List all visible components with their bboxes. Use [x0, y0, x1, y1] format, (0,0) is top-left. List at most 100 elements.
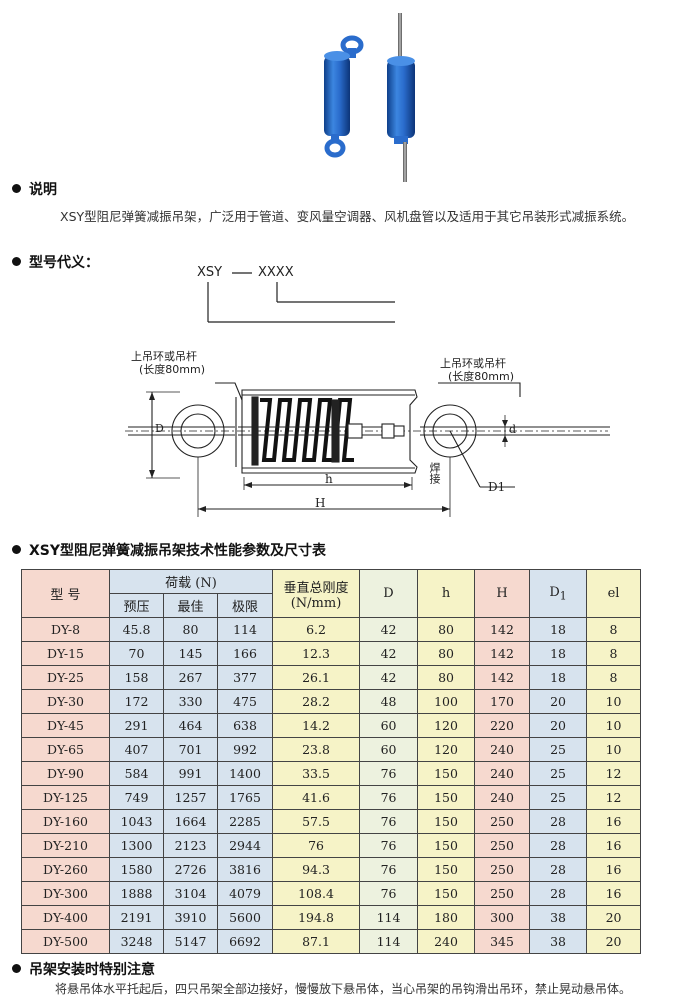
cell-optimal: 3910	[163, 905, 218, 930]
cell-optimal: 3104	[163, 881, 218, 906]
cell-preload: 172	[109, 689, 164, 714]
cell-D1: 28	[529, 809, 588, 834]
cell-optimal: 1664	[163, 809, 218, 834]
cell-limit: 2285	[216, 809, 274, 834]
cell-el: 8	[586, 617, 642, 642]
cell-preload: 749	[109, 785, 164, 810]
cell-D1: 25	[529, 785, 588, 810]
cell-model: DY-25	[21, 665, 110, 690]
header-model: 型 号	[21, 569, 110, 618]
cell-model: DY-260	[21, 857, 110, 882]
cell-H: 250	[474, 809, 531, 834]
cell-H: 142	[474, 641, 531, 666]
cell-h: 150	[417, 881, 476, 906]
cell-stiffness: 57.5	[272, 809, 361, 834]
cell-D: 42	[359, 665, 419, 690]
cell-h: 150	[417, 833, 476, 858]
cell-model: DY-125	[21, 785, 110, 810]
cell-preload: 2191	[109, 905, 164, 930]
cell-D1: 18	[529, 641, 588, 666]
cell-H: 345	[474, 929, 531, 954]
cell-D1: 38	[529, 929, 588, 954]
label-left-hanger: 上吊环或吊杆 (长度80mm)	[131, 350, 206, 376]
cell-el: 12	[586, 761, 642, 786]
bullet-icon	[12, 257, 21, 266]
section-heading-install: 吊架安装时特别注意	[12, 959, 155, 979]
cell-limit: 1400	[216, 761, 274, 786]
header-optimal: 最佳	[163, 593, 218, 618]
cell-optimal: 464	[163, 713, 218, 738]
cell-optimal: 267	[163, 665, 218, 690]
cell-limit: 1765	[216, 785, 274, 810]
cell-D: 48	[359, 689, 419, 714]
bullet-icon	[12, 964, 21, 973]
cell-D: 76	[359, 881, 419, 906]
header-el: el	[586, 569, 642, 618]
cell-h: 120	[417, 713, 476, 738]
cell-limit: 4079	[216, 881, 274, 906]
cell-h: 120	[417, 737, 476, 762]
cell-D: 60	[359, 713, 419, 738]
cell-preload: 1580	[109, 857, 164, 882]
cell-el: 10	[586, 689, 642, 714]
bullet-icon	[12, 545, 21, 554]
cell-optimal: 991	[163, 761, 218, 786]
weld-label: 焊接	[428, 462, 441, 484]
cell-stiffness: 194.8	[272, 905, 361, 930]
cell-optimal: 2123	[163, 833, 218, 858]
model-code-diagram	[207, 272, 395, 323]
cell-stiffness: 87.1	[272, 929, 361, 954]
cell-model: DY-8	[21, 617, 110, 642]
cell-H: 240	[474, 785, 531, 810]
cell-model: DY-160	[21, 809, 110, 834]
cell-D1: 28	[529, 857, 588, 882]
cell-limit: 114	[216, 617, 274, 642]
cell-preload: 291	[109, 713, 164, 738]
cell-model: DY-300	[21, 881, 110, 906]
dim-H-label: H	[315, 496, 326, 510]
cell-H: 220	[474, 713, 531, 738]
cell-D: 76	[359, 809, 419, 834]
cell-model: DY-15	[21, 641, 110, 666]
cell-el: 16	[586, 809, 642, 834]
cell-D1: 25	[529, 761, 588, 786]
cell-limit: 377	[216, 665, 274, 690]
dim-d-label: d	[509, 423, 517, 436]
cell-stiffness: 108.4	[272, 881, 361, 906]
product-photo	[324, 13, 415, 182]
cell-el: 16	[586, 857, 642, 882]
section-heading-model-code: 型号代义：	[12, 252, 99, 272]
cell-H: 142	[474, 665, 531, 690]
cell-el: 20	[586, 905, 642, 930]
cell-D: 114	[359, 929, 419, 954]
cell-el: 8	[586, 641, 642, 666]
cell-D1: 28	[529, 881, 588, 906]
header-D: D	[359, 569, 419, 618]
cell-limit: 6692	[216, 929, 274, 954]
cell-model: DY-210	[21, 833, 110, 858]
cell-preload: 1043	[109, 809, 164, 834]
cell-h: 240	[417, 929, 476, 954]
cell-stiffness: 6.2	[272, 617, 361, 642]
cell-optimal: 2726	[163, 857, 218, 882]
header-stiffness: 垂直总刚度 (N/mm)	[272, 569, 361, 618]
cell-h: 150	[417, 785, 476, 810]
hanger-with-eyes	[324, 35, 364, 158]
cell-h: 150	[417, 809, 476, 834]
cell-el: 12	[586, 785, 642, 810]
cell-stiffness: 12.3	[272, 641, 361, 666]
cell-el: 16	[586, 833, 642, 858]
cell-h: 180	[417, 905, 476, 930]
bullet-icon	[12, 184, 21, 193]
cell-preload: 158	[109, 665, 164, 690]
header-h: h	[417, 569, 476, 618]
cell-model: DY-500	[21, 929, 110, 954]
cell-D: 42	[359, 617, 419, 642]
